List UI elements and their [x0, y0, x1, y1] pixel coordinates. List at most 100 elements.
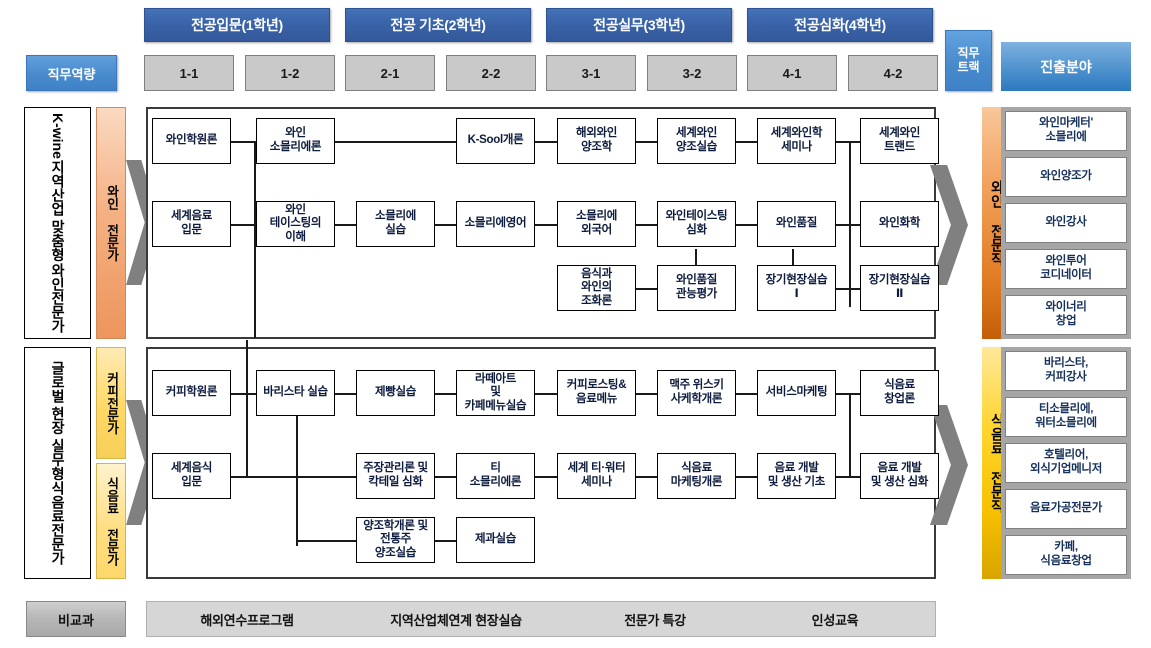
extracurricular-label: 비교과 — [26, 601, 126, 637]
track-descriptor-wine-main: 와인전문가 — [50, 262, 67, 333]
connector-line — [434, 393, 456, 395]
course-box: K-Sool개론 — [456, 118, 535, 164]
field-chip: 진출분야 — [1001, 42, 1131, 91]
connector-line — [736, 393, 758, 395]
job-track-chip: 직무 트랙 — [945, 30, 992, 91]
track-descriptor-wine-sub: 지역산업 맞춤형 — [50, 160, 67, 262]
outcome-box: 카페,식음료창업 — [1005, 535, 1127, 575]
track-descriptor-wine: 와인전문가 지역산업 맞춤형 K-wine — [24, 107, 91, 339]
extracurricular-item: 지역산업체연계 현장실습 — [390, 612, 522, 628]
connector-line — [334, 224, 356, 226]
connector-line — [849, 476, 861, 478]
year-group-chip-3: 전공실무(3학년) — [546, 8, 732, 42]
connector-line — [849, 393, 851, 476]
outcome-box: 음료가공전문가 — [1005, 489, 1127, 529]
connector-line — [334, 141, 471, 143]
semester-chip-4-1: 4-1 — [747, 55, 837, 91]
stripe-coffee-expert-label: 커피전문가 — [104, 371, 119, 435]
stripe-coffee-expert: 커피전문가 — [96, 347, 126, 459]
connector-line — [246, 340, 248, 476]
connector-line — [334, 393, 356, 395]
connector-line — [836, 393, 850, 395]
track-descriptor-wine-sub2: K-wine — [50, 113, 67, 159]
extracurricular-bar: 해외연수프로그램 지역산업체연계 현장실습 전문가 특강 인성교육 — [146, 601, 936, 637]
connector-line — [836, 224, 850, 226]
semester-chip-2-2: 2-2 — [446, 55, 536, 91]
connector-line — [296, 416, 298, 546]
connector-line — [231, 224, 254, 226]
stripe-fnb-expert: 식음료 전문가 — [96, 463, 126, 579]
connector-line — [231, 476, 296, 478]
connector-line — [434, 476, 456, 478]
connector-line — [434, 540, 456, 542]
course-box: 소믈리에영어 — [456, 201, 535, 247]
connector-line — [849, 224, 861, 226]
connector-line — [836, 141, 850, 143]
connector-line — [836, 288, 850, 290]
course-box: 커피로스팅&음료메뉴 — [557, 370, 636, 416]
connector-line — [231, 141, 254, 143]
connector-line — [635, 141, 657, 143]
connector-line — [836, 476, 850, 478]
connector-line — [296, 540, 356, 542]
year-group-chip-1: 전공입문(1학년) — [144, 8, 330, 42]
connector-line — [792, 249, 794, 271]
connector-line — [849, 141, 861, 143]
course-box: 서비스마케팅 — [757, 370, 836, 416]
outcome-panel-fnb: 바리스타,커피강사 티소믈리에,워터소믈리에 호텔리어,외식기업메니저 음료가공… — [1001, 347, 1131, 579]
outcome-box: 와인마케터'소믈리에 — [1005, 111, 1127, 151]
extracurricular-item: 인성교육 — [811, 612, 859, 628]
job-track-chip-line2: 트랙 — [957, 59, 980, 74]
connector-line — [849, 393, 861, 395]
extracurricular-item: 해외연수프로그램 — [200, 612, 294, 628]
capability-chip: 직무역량 — [26, 55, 117, 91]
job-track-chip-line1: 직무 — [957, 45, 980, 60]
semester-chip-4-2: 4-2 — [848, 55, 938, 91]
course-box: 바리스타 실습 — [256, 370, 335, 416]
semester-chip-3-1: 3-1 — [546, 55, 636, 91]
connector-line — [535, 224, 557, 226]
connector-line — [736, 141, 758, 143]
outcome-box: 티소믈리에,워터소믈리에 — [1005, 397, 1127, 437]
course-box: 제과실습 — [456, 517, 535, 563]
connector-line — [736, 224, 758, 226]
outcome-box: 바리스타,커피강사 — [1005, 351, 1127, 391]
connector-line — [849, 288, 861, 290]
outcome-box: 와인양조가 — [1005, 157, 1127, 197]
stripe-wine-expert-label: 와인 전문가 — [104, 184, 119, 262]
connector-line — [434, 224, 456, 226]
course-box: 제빵실습 — [356, 370, 435, 416]
connector-line — [535, 141, 557, 143]
connector-line — [695, 249, 697, 271]
semester-chip-1-1: 1-1 — [144, 55, 234, 91]
connector-line — [535, 476, 557, 478]
course-box: 와인화학 — [860, 201, 939, 247]
connector-line — [635, 288, 657, 290]
